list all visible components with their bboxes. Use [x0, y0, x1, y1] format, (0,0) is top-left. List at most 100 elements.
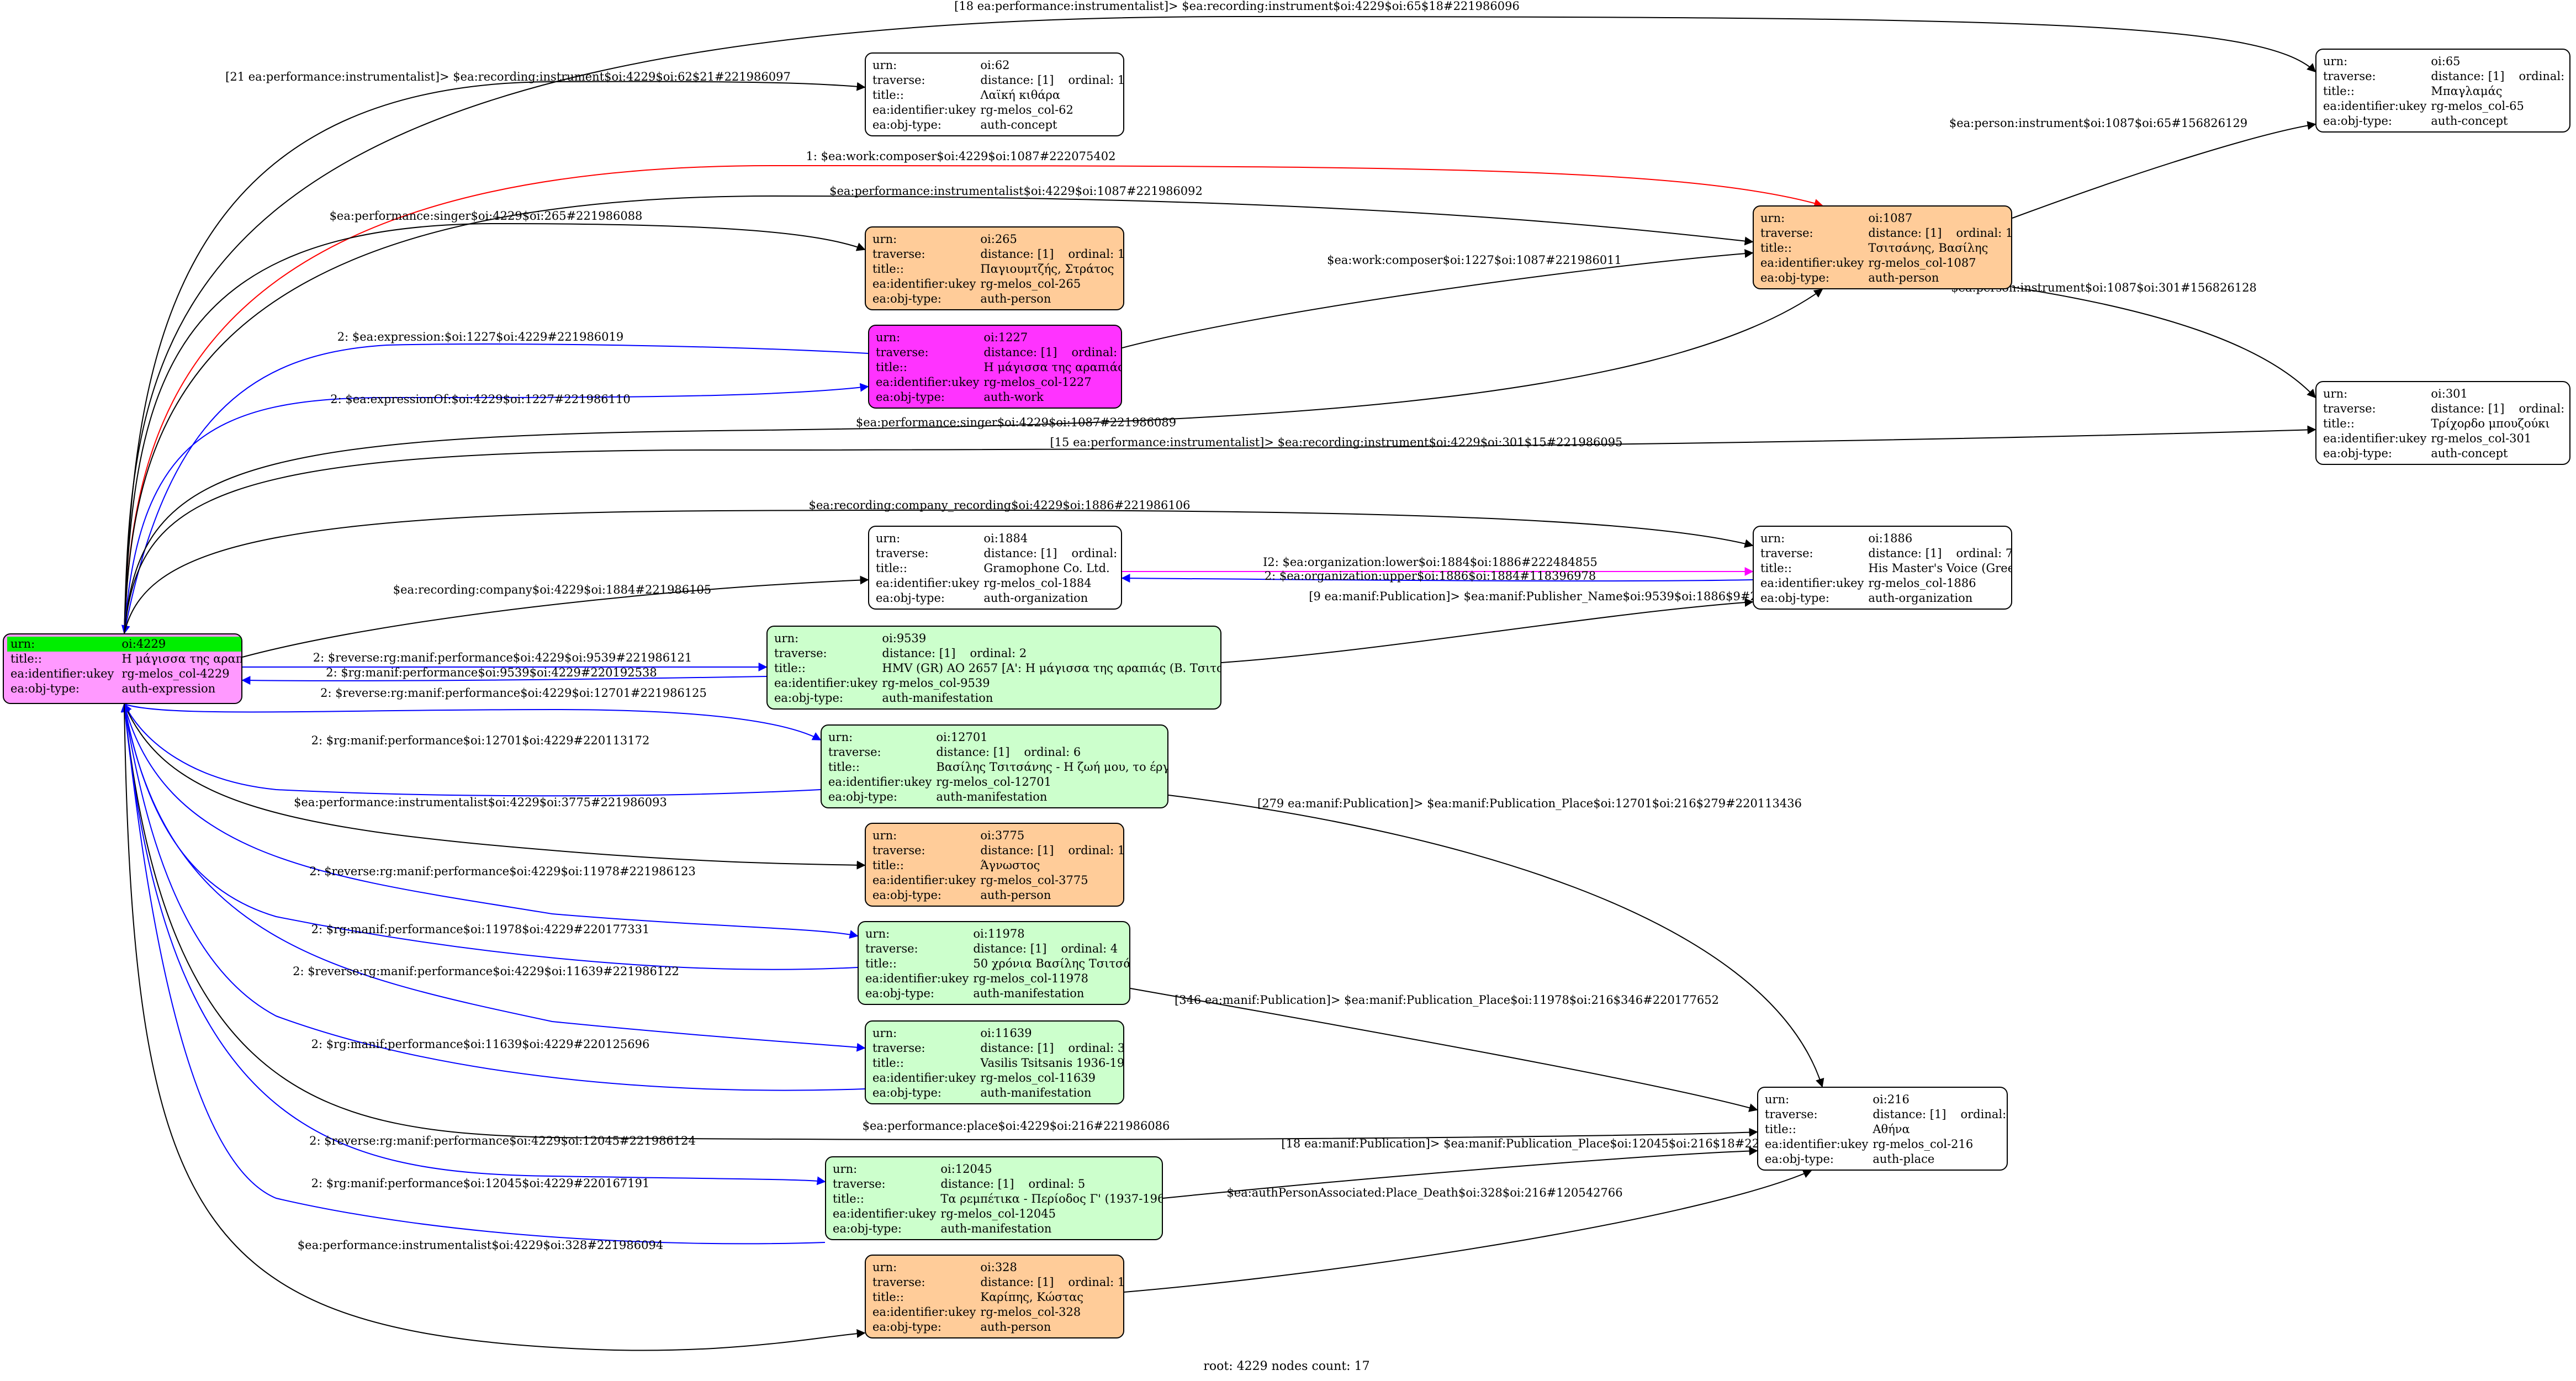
edge-7: [124, 383, 869, 634]
title-value: Τα ρεμπέτικα - Περίοδος Γ' (1937-1960) 1…: [940, 1192, 1162, 1205]
type-value: auth-expression: [121, 682, 216, 695]
node-oi-1227[interactable]: urn:oi:1227 traverse:distance: [1]ordina…: [868, 325, 1122, 409]
node-record: urn:oi:12701 traverse:distance: [1]ordin…: [828, 730, 1167, 805]
type-key: ea:obj-type:: [2323, 114, 2392, 128]
urn-value: oi:4229: [121, 637, 166, 650]
edge-label-29: 2: $reverse:rg:manif:performance$oi:4229…: [309, 1134, 696, 1147]
traverse-key: traverse:: [833, 1177, 886, 1190]
type-key: ea:obj-type:: [774, 691, 843, 705]
node-record: urn:oi:1087 traverse:distance: [1]ordina…: [1760, 211, 2012, 285]
ordinal-value: ordinal: 4: [1061, 942, 1118, 955]
title-key: title::: [876, 361, 907, 374]
ukey-key: ea:identifier:ukey: [1765, 1137, 1869, 1151]
edge-label-4: $ea:performance:singer$oi:4229$oi:265#22…: [330, 209, 643, 223]
urn-value: oi:9539: [882, 632, 927, 645]
node-record: urn:oi:216 traverse:distance: [1]ordinal…: [1765, 1092, 2007, 1167]
title-value: Λαϊκή κιθάρα: [980, 88, 1061, 102]
node-oi-3775[interactable]: urn:oi:3775 traverse:distance: [1]ordina…: [865, 823, 1124, 907]
urn-key: urn:: [872, 1261, 897, 1274]
edge-label-30: [18 ea:manif:Publication]> $ea:manif:Pub…: [1281, 1137, 1811, 1150]
distance-value: distance: [1]: [973, 942, 1047, 955]
edge-label-21: $ea:performance:instrumentalist$oi:4229$…: [294, 796, 667, 809]
title-value: Άγνωστος: [980, 859, 1040, 872]
urn-value: oi:265: [980, 232, 1017, 246]
urn-value: oi:301: [2431, 387, 2468, 400]
urn-key: urn:: [10, 637, 35, 650]
type-value: auth-concept: [980, 118, 1057, 131]
node-oi-216[interactable]: urn:oi:216 traverse:distance: [1]ordinal…: [1757, 1087, 2008, 1171]
node-oi-12045[interactable]: urn:oi:12045 traverse:distance: [1]ordin…: [825, 1156, 1163, 1240]
urn-value: oi:11978: [973, 927, 1025, 940]
node-oi-265[interactable]: urn:oi:265 traverse:distance: [1]ordinal…: [865, 226, 1124, 310]
type-key: ea:obj-type:: [10, 682, 80, 695]
title-value: HMV (GR) AO 2657 [A': Η μάγισσα της αραπ…: [882, 662, 1220, 675]
node-record: urn:oi:328 traverse:distance: [1]ordinal…: [872, 1260, 1123, 1335]
node-oi-65[interactable]: urn:oi:65 traverse:distance: [1]ordinal:…: [2315, 49, 2570, 133]
node-oi-11639[interactable]: urn:oi:11639 traverse:distance: [1]ordin…: [865, 1020, 1124, 1104]
edge-label-18: 2: $rg:manif:performance$oi:9539$oi:4229…: [326, 666, 657, 679]
edge-23: [124, 703, 859, 939]
type-key: ea:obj-type:: [872, 1086, 941, 1099]
edge-0: [124, 15, 2316, 634]
urn-key: urn:: [876, 331, 901, 344]
node-record: urn:oi:9539 traverse:distance: [1]ordina…: [774, 631, 1220, 706]
ordinal-value: ordinal: 6: [1024, 745, 1081, 759]
type-value: auth-manifestation: [882, 691, 993, 705]
traverse-key: traverse:: [872, 73, 925, 87]
edge-18: [241, 676, 767, 685]
ukey-value: rg-melos_col-265: [980, 277, 1081, 290]
ukey-key: ea:identifier:ukey: [828, 775, 932, 789]
node-oi-11978[interactable]: urn:oi:11978 traverse:distance: [1]ordin…: [858, 921, 1130, 1005]
node-oi-301[interactable]: urn:oi:301 traverse:distance: [1]ordinal…: [2315, 381, 2570, 465]
type-key: ea:obj-type:: [876, 390, 945, 404]
ordinal-value: ordinal: 14: [2519, 402, 2570, 415]
ukey-key: ea:identifier:ukey: [872, 874, 976, 887]
edge-20: [124, 703, 821, 797]
urn-value: oi:1227: [983, 331, 1028, 344]
node-oi-4229[interactable]: urn:oi:4229 title::Η μάγισσα της αραπιάς…: [3, 633, 242, 704]
distance-value: distance: [1]: [882, 647, 956, 660]
edge-label-31: 2: $rg:manif:performance$oi:12045$oi:422…: [311, 1177, 650, 1190]
title-key: title::: [2323, 417, 2355, 430]
urn-value: oi:1087: [1868, 211, 1913, 225]
ordinal-value: ordinal: 10: [1956, 226, 2012, 240]
ordinal-value: ordinal: 15: [2519, 70, 2570, 83]
node-oi-1886[interactable]: urn:oi:1886 traverse:distance: [1]ordina…: [1753, 526, 2012, 610]
traverse-key: traverse:: [1760, 226, 1813, 240]
urn-key: urn:: [872, 232, 897, 246]
edge-29: [124, 703, 826, 1186]
urn-value: oi:1886: [1868, 532, 1913, 545]
ukey-key: ea:identifier:ukey: [2323, 99, 2427, 113]
type-value: auth-concept: [2431, 114, 2508, 128]
ukey-key: ea:identifier:ukey: [1760, 256, 1864, 269]
node-oi-1884[interactable]: urn:oi:1884 traverse:distance: [1]ordina…: [868, 526, 1122, 610]
title-key: title::: [2323, 84, 2355, 98]
node-oi-1087[interactable]: urn:oi:1087 traverse:distance: [1]ordina…: [1753, 205, 2012, 289]
urn-value: oi:65: [2431, 55, 2461, 68]
title-key: title::: [774, 662, 806, 675]
title-value: Η μάγισσα της αραπιάς: [983, 361, 1122, 374]
urn-value: oi:328: [980, 1261, 1017, 1274]
graph-footer: root: 4229 nodes count: 17: [1203, 1359, 1370, 1373]
ukey-key: ea:identifier:ukey: [774, 676, 878, 690]
node-record: urn:oi:4229 title::Η μάγισσα της αραπιάς…: [7, 637, 241, 696]
type-value: auth-person: [980, 888, 1051, 902]
urn-value: oi:62: [980, 59, 1010, 72]
title-key: title::: [876, 562, 907, 575]
traverse-key: traverse:: [872, 1276, 925, 1289]
node-oi-62[interactable]: urn:oi:62 traverse:distance: [1]ordinal:…: [865, 52, 1124, 136]
type-key: ea:obj-type:: [1760, 591, 1829, 605]
edge-33: [124, 703, 866, 1351]
type-value: auth-concept: [2431, 447, 2508, 460]
traverse-key: traverse:: [876, 346, 929, 359]
edge-4: [124, 223, 866, 634]
ukey-value: rg-melos_col-328: [980, 1305, 1081, 1319]
title-key: title::: [872, 859, 904, 872]
node-oi-9539[interactable]: urn:oi:9539 traverse:distance: [1]ordina…: [766, 626, 1221, 710]
edge-label-6: 2: $ea:expression:$oi:1227$oi:4229#22198…: [337, 330, 624, 343]
edge-13: [242, 575, 869, 658]
node-record: urn:oi:265 traverse:distance: [1]ordinal…: [872, 232, 1123, 306]
traverse-key: traverse:: [872, 247, 925, 261]
node-oi-12701[interactable]: urn:oi:12701 traverse:distance: [1]ordin…: [821, 724, 1168, 808]
node-oi-328[interactable]: urn:oi:328 traverse:distance: [1]ordinal…: [865, 1255, 1124, 1338]
